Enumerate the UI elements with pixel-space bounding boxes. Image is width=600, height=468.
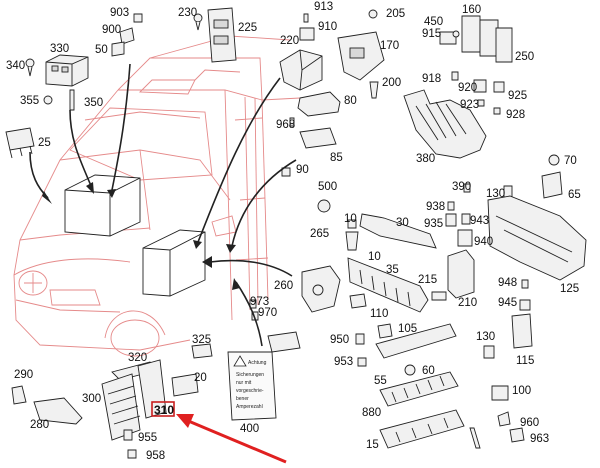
callout-948: 948 bbox=[498, 277, 517, 289]
callout-935: 935 bbox=[424, 218, 443, 230]
highlighted-part-310[interactable]: 310 bbox=[151, 401, 175, 417]
callout-973: 973 bbox=[250, 296, 269, 308]
leader-arrowheads bbox=[42, 182, 240, 290]
callout-920: 920 bbox=[458, 82, 477, 94]
callout-115: 115 bbox=[516, 355, 534, 367]
callout-105: 105 bbox=[398, 323, 417, 335]
callout-20: 20 bbox=[194, 372, 207, 384]
callout-265: 265 bbox=[310, 228, 329, 240]
callout-50: 50 bbox=[95, 44, 108, 56]
callout-390: 390 bbox=[452, 181, 471, 193]
callout-953: 953 bbox=[334, 356, 353, 368]
callout-225: 225 bbox=[238, 22, 257, 34]
highlight-box bbox=[151, 401, 175, 417]
callout-950: 950 bbox=[330, 334, 349, 346]
callout-60: 60 bbox=[422, 365, 435, 377]
callout-110: 110 bbox=[370, 308, 388, 320]
callout-400: 400 bbox=[240, 423, 259, 435]
callout-925: 925 bbox=[508, 90, 527, 102]
callout-160: 160 bbox=[462, 4, 481, 16]
leader-lines bbox=[29, 63, 297, 347]
callout-320: 320 bbox=[128, 352, 147, 364]
callout-325: 325 bbox=[192, 334, 211, 346]
callout-910: 910 bbox=[318, 21, 337, 33]
callout-350: 350 bbox=[84, 97, 103, 109]
callout-970: 970 bbox=[258, 307, 277, 319]
callout-340: 340 bbox=[6, 60, 25, 72]
callout-65: 65 bbox=[568, 189, 581, 201]
callout-90: 90 bbox=[296, 164, 309, 176]
callout-80: 80 bbox=[344, 95, 357, 107]
callout-958: 958 bbox=[146, 450, 165, 462]
callout-880: 880 bbox=[362, 407, 381, 419]
callout-918: 918 bbox=[422, 73, 441, 85]
callout-300: 300 bbox=[82, 393, 101, 405]
callout-938: 938 bbox=[426, 201, 445, 213]
callout-250: 250 bbox=[515, 51, 534, 63]
callout-380: 380 bbox=[416, 153, 435, 165]
callout-30: 30 bbox=[396, 217, 409, 229]
callout-130-upper: 130 bbox=[486, 188, 505, 200]
callout-355: 355 bbox=[20, 95, 39, 107]
parts bbox=[5, 7, 587, 459]
callout-130-lower: 130 bbox=[476, 331, 495, 343]
callout-100: 100 bbox=[512, 385, 531, 397]
callout-230: 230 bbox=[178, 7, 197, 19]
callout-170: 170 bbox=[380, 40, 399, 52]
callout-500: 500 bbox=[318, 181, 337, 193]
callout-55: 55 bbox=[374, 375, 387, 387]
callout-260: 260 bbox=[274, 280, 293, 292]
callout-330: 330 bbox=[50, 43, 69, 55]
callout-220: 220 bbox=[280, 35, 299, 47]
callout-963: 963 bbox=[530, 433, 549, 445]
callout-928: 928 bbox=[506, 109, 525, 121]
callout-310: 310 bbox=[154, 403, 174, 417]
callout-35: 35 bbox=[386, 264, 399, 276]
callout-968: 968 bbox=[276, 119, 295, 131]
callout-923: 923 bbox=[460, 99, 479, 111]
cab-module-boxes bbox=[64, 174, 206, 297]
callout-290: 290 bbox=[14, 369, 33, 381]
warning-line-5: Amperezahl bbox=[236, 404, 263, 410]
callout-210: 210 bbox=[458, 297, 477, 309]
callout-943: 943 bbox=[470, 215, 489, 227]
callout-70: 70 bbox=[564, 155, 577, 167]
callout-200: 200 bbox=[382, 77, 401, 89]
callout-280: 280 bbox=[30, 419, 49, 431]
warning-title: Achtung bbox=[248, 360, 267, 366]
callout-960: 960 bbox=[520, 417, 539, 429]
highlight-arrow bbox=[176, 414, 287, 464]
callout-900: 900 bbox=[102, 24, 121, 36]
warning-line-2: nur mit bbox=[236, 380, 252, 386]
callout-10-lower: 10 bbox=[368, 251, 381, 263]
callout-215: 215 bbox=[418, 274, 437, 286]
callout-913: 913 bbox=[314, 1, 333, 13]
callout-labels: 903 900 50 230 225 913 910 205 450 160 3… bbox=[6, 1, 581, 462]
callout-85: 85 bbox=[330, 152, 343, 164]
callout-903: 903 bbox=[110, 7, 129, 19]
callout-10-upper: 10 bbox=[344, 213, 357, 225]
callout-940: 940 bbox=[474, 236, 493, 248]
warning-label: Achtung Sicherungen nur mit vorgeschrie-… bbox=[227, 351, 277, 421]
callout-125: 125 bbox=[560, 283, 579, 295]
warning-line-3: vorgeschrie- bbox=[236, 388, 264, 394]
callout-450: 450 bbox=[424, 16, 443, 28]
callout-25: 25 bbox=[38, 137, 51, 149]
warning-line-1: Sicherungen bbox=[236, 372, 264, 378]
callout-955: 955 bbox=[138, 432, 157, 444]
callout-945: 945 bbox=[498, 297, 517, 309]
callout-915: 915 bbox=[422, 28, 441, 40]
warning-line-4: bener bbox=[236, 396, 249, 402]
callout-15: 15 bbox=[366, 439, 379, 451]
callout-205: 205 bbox=[386, 8, 405, 20]
